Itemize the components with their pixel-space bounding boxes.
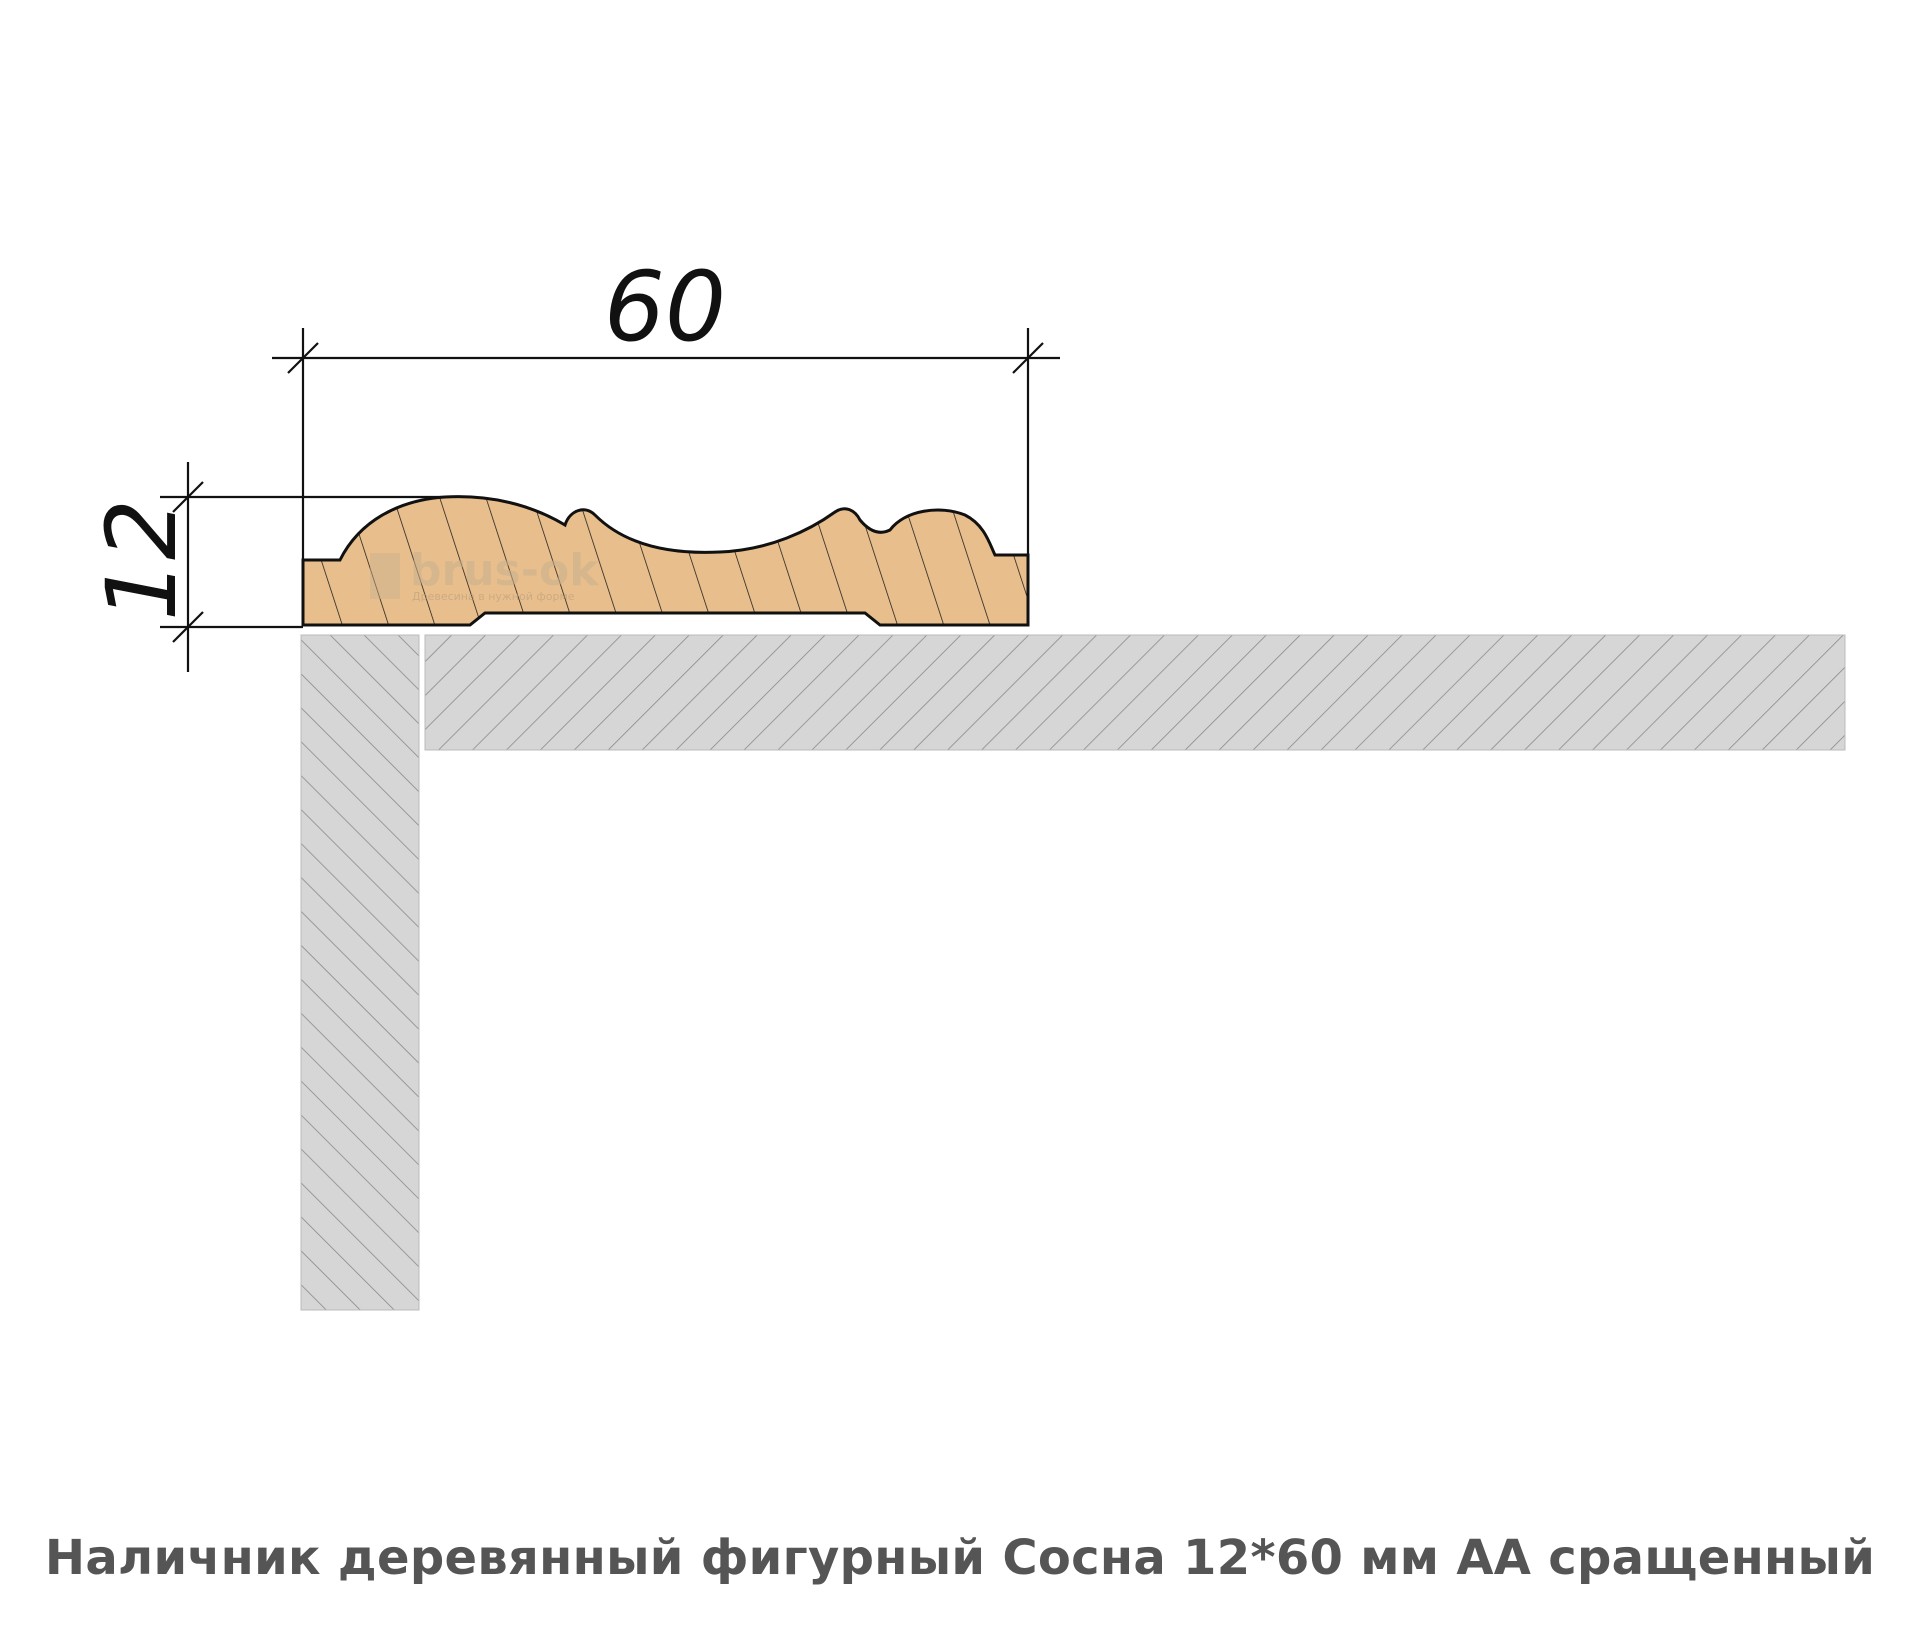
brand-watermark: brus-ok Древесина в нужной форме (370, 545, 600, 603)
logo-mark-icon (370, 553, 400, 599)
thickness-dimension-label: 12 (86, 499, 198, 621)
wall-horizontal-section (424, 634, 1846, 751)
product-caption: Наличник деревянный фигурный Сосна 12*60… (44, 1530, 1876, 1586)
wall-vertical-section (300, 634, 420, 1311)
width-dimension (272, 328, 1060, 625)
watermark-brand: brus-ok (410, 545, 600, 596)
width-dimension-label: 60 (604, 251, 726, 363)
thickness-dimension (160, 462, 445, 672)
watermark-tagline: Древесина в нужной форме (412, 590, 575, 603)
